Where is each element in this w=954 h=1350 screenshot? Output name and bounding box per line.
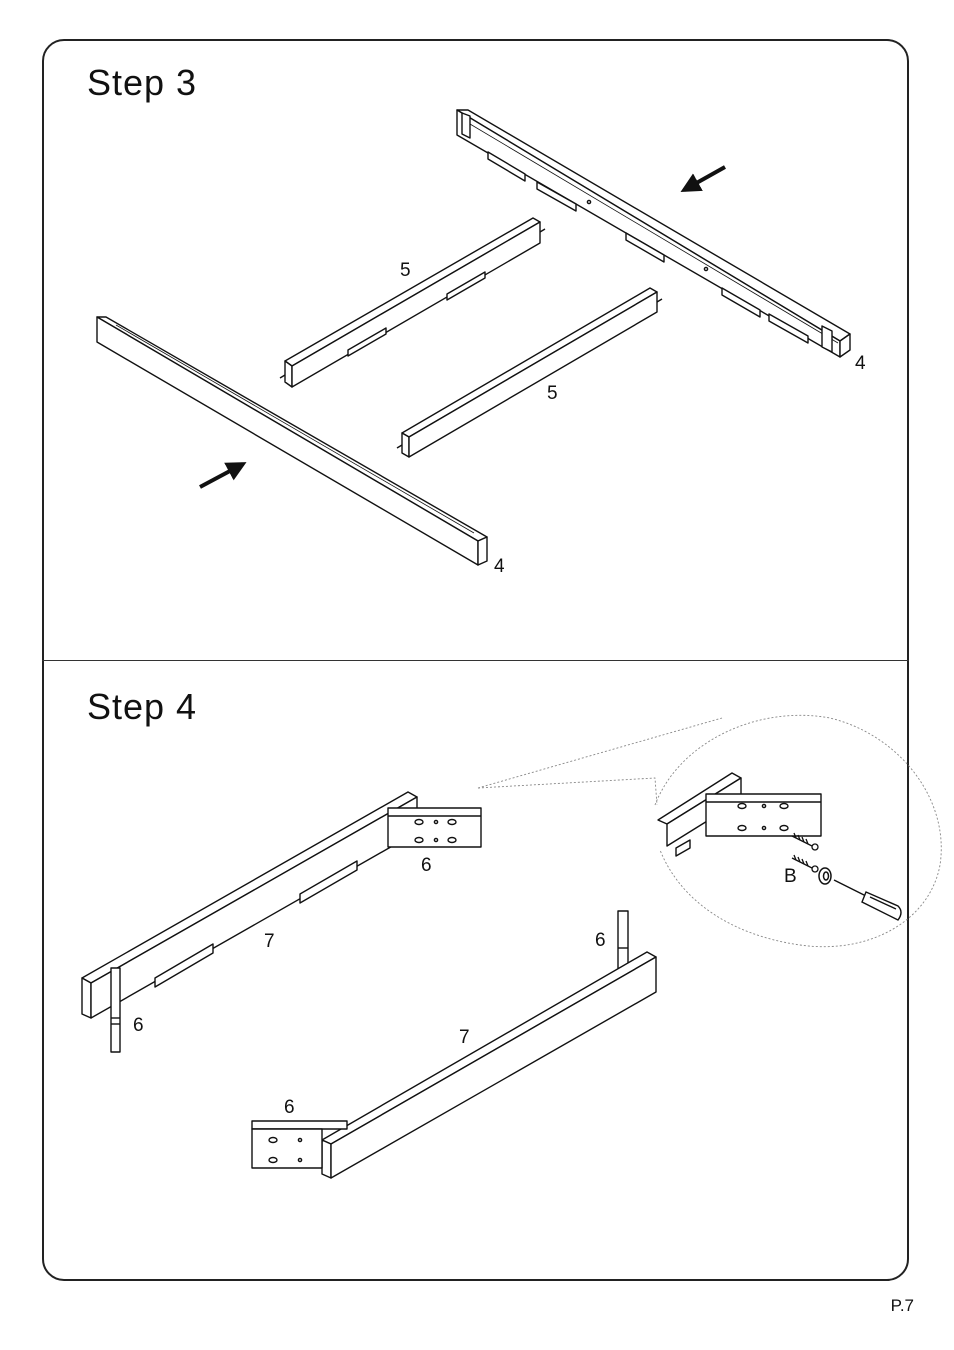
label-slat-5-lower: 5	[547, 383, 558, 404]
page-number: P.7	[891, 1296, 914, 1316]
bracket-6-top	[388, 808, 481, 847]
rail-7-lower	[322, 952, 656, 1178]
label-rail-4-top: 4	[855, 353, 866, 374]
slat-upper	[280, 218, 545, 387]
label-leg-6-left: 6	[133, 1015, 144, 1036]
screwdriver-icon	[834, 880, 901, 920]
slat-lower	[397, 288, 662, 457]
detail-callout	[478, 715, 941, 946]
rail-7-upper	[82, 792, 417, 1018]
label-screw-b: B	[784, 866, 797, 887]
washer-icon	[819, 868, 831, 884]
label-slat-5-upper: 5	[400, 260, 411, 281]
label-bracket-6-top: 6	[421, 855, 432, 876]
label-leg-6-right: 6	[595, 930, 606, 951]
label-rail-4-bottom: 4	[494, 556, 505, 577]
label-rail-7-lower: 7	[459, 1027, 470, 1048]
label-bracket-6-bottom: 6	[284, 1097, 295, 1118]
label-rail-7-upper: 7	[264, 931, 275, 952]
leg-6-right	[618, 911, 628, 969]
leg-6-left	[111, 968, 120, 1052]
